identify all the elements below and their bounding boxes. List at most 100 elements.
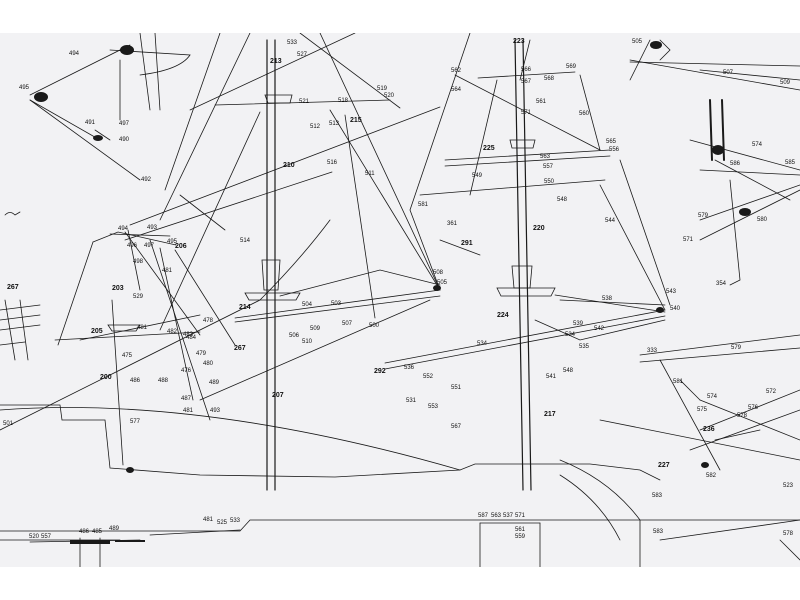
part-label-489: 489 xyxy=(109,526,120,532)
part-label-519: 519 xyxy=(377,86,388,92)
fore-course-yard xyxy=(384,309,666,364)
part-label-481: 481 xyxy=(162,268,173,274)
part-label-333: 333 xyxy=(647,348,658,354)
part-label-210: 210 xyxy=(283,162,295,169)
part-label-534: 534 xyxy=(565,332,576,338)
part-label-214: 214 xyxy=(239,304,251,311)
part-label-513: 513 xyxy=(329,121,340,127)
part-label-520: 520 xyxy=(384,93,395,99)
part-label-544: 544 xyxy=(605,218,616,224)
part-label-543: 543 xyxy=(666,289,677,295)
part-label-566: 566 xyxy=(521,67,532,73)
part-label-534: 534 xyxy=(477,341,488,347)
part-label-567: 567 xyxy=(451,424,462,430)
mizzen-gaff xyxy=(0,219,331,431)
part-label-205: 205 xyxy=(91,328,103,335)
rigging-plan-drawing: 4944954914904974925335272135215185195202… xyxy=(0,33,800,567)
part-label-495: 495 xyxy=(19,85,30,91)
part-label-539: 539 xyxy=(573,321,584,327)
part-label-510: 510 xyxy=(302,339,313,345)
block-fitting xyxy=(93,135,103,141)
block-fitting xyxy=(712,145,724,155)
part-label-493: 493 xyxy=(147,225,158,231)
part-label-486: 486 xyxy=(130,378,141,384)
block-fitting xyxy=(433,285,441,291)
part-label-579: 579 xyxy=(731,345,742,351)
part-label-516: 516 xyxy=(327,160,338,166)
part-label-578: 578 xyxy=(783,531,794,537)
part-label-494: 494 xyxy=(118,226,129,232)
block-fitting xyxy=(739,208,751,216)
part-label-506: 506 xyxy=(289,333,300,339)
main-course-yard xyxy=(234,289,441,319)
part-label-561: 561 xyxy=(536,99,547,105)
part-label-551: 551 xyxy=(451,385,462,391)
part-label-225: 225 xyxy=(483,145,495,152)
part-label-533: 533 xyxy=(287,40,298,46)
part-label-223: 223 xyxy=(513,38,525,45)
part-label-361: 361 xyxy=(447,221,458,227)
part-label-224: 224 xyxy=(497,312,509,319)
part-label-523: 523 xyxy=(783,483,794,489)
part-label-581: 581 xyxy=(673,379,684,385)
part-label-488: 488 xyxy=(158,378,169,384)
part-label-206: 206 xyxy=(175,243,187,250)
part-label-482: 482 xyxy=(167,329,178,335)
part-label-497: 497 xyxy=(119,121,130,127)
part-label-481: 481 xyxy=(137,325,148,331)
part-label-503: 503 xyxy=(331,301,342,307)
part-label-507: 507 xyxy=(723,70,734,76)
part-label-529: 529 xyxy=(133,294,144,300)
part-label-478: 478 xyxy=(203,318,214,324)
part-label-563: 563 xyxy=(491,513,502,519)
part-label-569: 569 xyxy=(566,64,577,70)
part-label-505: 505 xyxy=(437,280,448,286)
part-label-507: 507 xyxy=(342,321,353,327)
part-label-531: 531 xyxy=(406,398,417,404)
part-label-583: 583 xyxy=(652,493,663,499)
part-label-561: 561 xyxy=(515,527,526,533)
part-label-509: 509 xyxy=(780,80,791,86)
part-label-486: 486 xyxy=(79,529,90,535)
part-label-483: 483 xyxy=(183,332,194,338)
part-label-577: 577 xyxy=(130,419,141,425)
hull-upper-line xyxy=(0,404,661,481)
part-label-220: 220 xyxy=(533,225,545,232)
part-label-574: 574 xyxy=(752,142,763,148)
part-label-557: 557 xyxy=(543,164,554,170)
part-label-236: 236 xyxy=(703,426,715,433)
part-label-492: 492 xyxy=(141,177,152,183)
part-label-571: 571 xyxy=(683,237,694,243)
part-label-540: 540 xyxy=(670,306,681,312)
part-label-487: 487 xyxy=(181,396,192,402)
part-label-509: 509 xyxy=(310,326,321,332)
part-label-354: 354 xyxy=(716,281,727,287)
part-label-571: 571 xyxy=(521,110,532,116)
part-label-586: 586 xyxy=(730,161,741,167)
part-label-549: 549 xyxy=(472,173,483,179)
part-label-553: 553 xyxy=(428,404,439,410)
part-label-200: 200 xyxy=(100,374,112,381)
part-label-485: 485 xyxy=(92,529,103,535)
part-label-585: 585 xyxy=(785,160,796,166)
part-label-292: 292 xyxy=(374,368,386,375)
part-label-504: 504 xyxy=(302,302,313,308)
part-label-527: 527 xyxy=(297,52,308,58)
part-label-291: 291 xyxy=(461,240,473,247)
part-label-576: 576 xyxy=(748,405,759,411)
part-label-541: 541 xyxy=(546,374,557,380)
part-label-567: 567 xyxy=(521,79,532,85)
part-label-538: 538 xyxy=(602,296,613,302)
part-label-203: 203 xyxy=(112,285,124,292)
part-label-556: 556 xyxy=(609,147,620,153)
part-label-557: 557 xyxy=(41,534,52,540)
part-label-550: 550 xyxy=(544,179,555,185)
hull-second-line xyxy=(0,407,461,471)
part-label-542: 542 xyxy=(594,326,605,332)
fore-mast xyxy=(514,39,524,491)
part-label-227: 227 xyxy=(658,462,670,469)
part-label-536: 536 xyxy=(404,365,415,371)
block-fitting xyxy=(126,467,134,473)
part-label-562: 562 xyxy=(451,68,462,74)
